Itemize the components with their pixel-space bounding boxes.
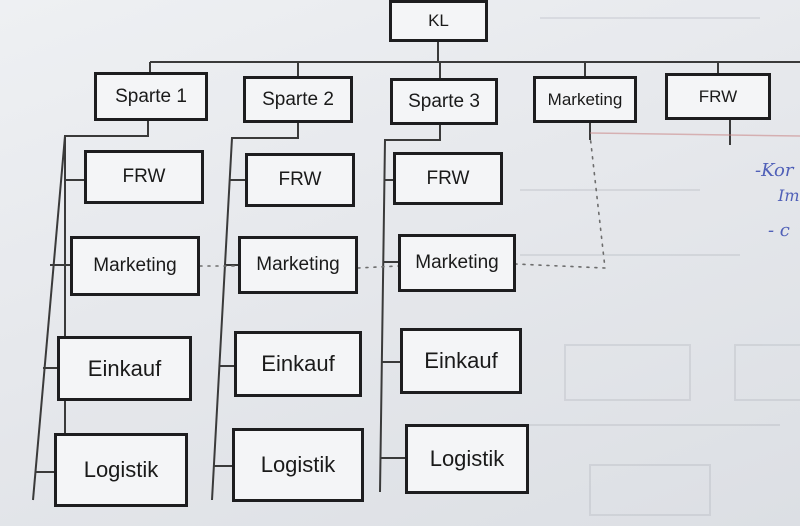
sparte-2-unit-logistik: Logistik [232, 428, 364, 502]
sparte-3-unit-frw: FRW [393, 152, 503, 205]
unit-label: Marketing [256, 254, 340, 275]
sparte-1-stem-lower [32, 135, 66, 501]
top-unit-marketing: Marketing [533, 76, 637, 123]
sparte-1-unit-einkauf: Einkauf [57, 336, 192, 401]
root-box-kl: KL [389, 0, 488, 42]
top-unit-label: Sparte 3 [408, 90, 480, 112]
top-unit-label: FRW [698, 86, 738, 106]
unit-label: FRW [122, 166, 166, 187]
dotted-link-2-3 [357, 265, 399, 269]
sparte-1-unit-marketing: Marketing [70, 236, 200, 296]
sparte-1-unit-logistik: Logistik [54, 433, 188, 507]
unit-label: Logistik [429, 446, 505, 471]
sparte-3-unit-logistik: Logistik [405, 424, 529, 494]
top-unit-sparte-3: Sparte 3 [390, 78, 498, 125]
sparte-3-unit-marketing: Marketing [398, 234, 516, 292]
top-unit-sparte-1: Sparte 1 [94, 72, 208, 121]
unit-label: FRW [426, 167, 470, 189]
top-unit-label: Sparte 2 [262, 88, 334, 110]
sparte-1-unit-frw: FRW [84, 150, 204, 204]
sparte-3-stem [379, 124, 441, 493]
unit-label: Logistik [83, 457, 159, 482]
top-unit-label: Marketing [547, 89, 623, 109]
unit-label: Marketing [415, 252, 499, 273]
handwritten-note-2: Im [778, 186, 800, 205]
top-unit-sparte-2: Sparte 2 [243, 76, 353, 123]
unit-label: Einkauf [87, 355, 162, 381]
unit-label: Einkauf [424, 348, 498, 373]
sparte-2-unit-einkauf: Einkauf [234, 331, 362, 397]
top-unit-frw: FRW [665, 73, 771, 120]
sparte-2-stem [211, 122, 299, 501]
sparte-2-unit-marketing: Marketing [238, 236, 358, 294]
dotted-link-3-marketing [514, 134, 606, 269]
unit-label: Logistik [260, 452, 336, 477]
handwritten-note-1: -Kor [755, 160, 794, 181]
sparte-2-unit-frw: FRW [245, 153, 355, 207]
handwritten-note-3: - c [768, 220, 790, 241]
unit-label: Einkauf [261, 351, 335, 376]
root-label: KL [428, 11, 449, 30]
unit-label: FRW [278, 169, 322, 190]
sparte-1-stem [64, 120, 149, 488]
top-unit-label: Sparte 1 [115, 85, 187, 107]
sparte-3-unit-einkauf: Einkauf [400, 328, 522, 394]
unit-label: Marketing [93, 255, 177, 276]
